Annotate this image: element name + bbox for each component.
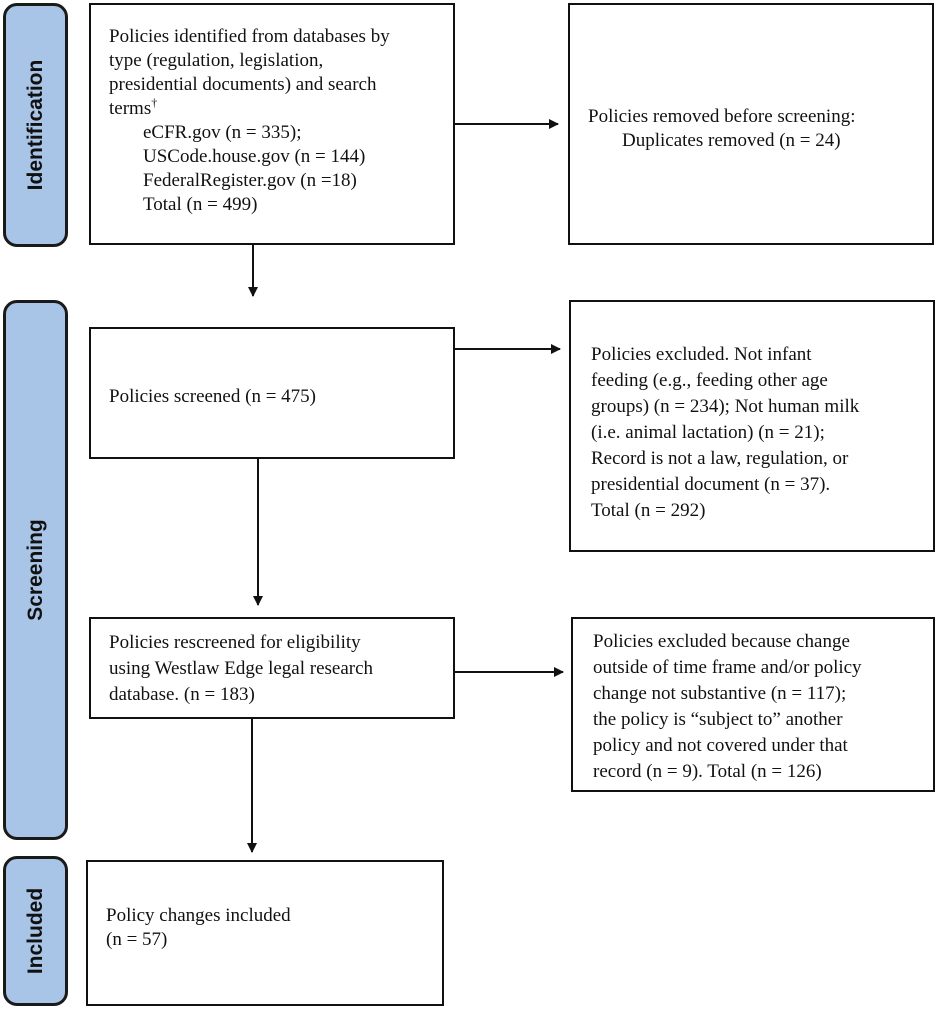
included-box: Policy changes included (n = 57) xyxy=(86,860,444,1006)
excluded-eligibility-line-2: outside of time frame and/or policy xyxy=(593,657,862,678)
excluded-screening-line-3: groups) (n = 234); Not human milk xyxy=(591,396,860,417)
included-line-2: (n = 57) xyxy=(106,929,168,950)
excluded-eligibility-line-6: record (n = 9). Total (n = 126) xyxy=(593,761,822,782)
source-total: Total (n = 499) xyxy=(143,194,258,215)
identified-line-4: terms† xyxy=(109,97,390,121)
rescreened-box: Policies rescreened for eligibility usin… xyxy=(89,617,455,719)
removed-line-2: Duplicates removed (n = 24) xyxy=(622,130,841,151)
excluded-screening-line-7: Total (n = 292) xyxy=(591,500,706,521)
excluded-eligibility-line-5: policy and not covered under that xyxy=(593,735,848,756)
identified-line-1: Policies identified from databases by xyxy=(109,26,390,47)
included-line-1: Policy changes included xyxy=(106,905,291,926)
identified-terms: terms xyxy=(109,98,152,119)
identified-line-2: type (regulation, legislation, xyxy=(109,50,324,71)
screened-text: Policies screened (n = 475) xyxy=(109,386,316,407)
rescreened-line-3: database. (n = 183) xyxy=(109,684,255,705)
source-ecfr: eCFR.gov (n = 335); xyxy=(143,122,302,143)
identified-box: Policies identified from databases by ty… xyxy=(89,3,455,245)
excluded-eligibility-line-3: change not substantive (n = 117); xyxy=(593,683,847,704)
excluded-screening-line-1: Policies excluded. Not infant xyxy=(591,344,812,365)
screened-box: Policies screened (n = 475) xyxy=(89,327,455,459)
dagger-footnote-mark: † xyxy=(151,95,158,110)
excluded-screening-line-6: presidential document (n = 37). xyxy=(591,474,831,495)
removed-line-1: Policies removed before screening: xyxy=(588,106,856,127)
excluded-screening-line-5: Record is not a law, regulation, or xyxy=(591,448,849,469)
removed-box: Policies removed before screening: Dupli… xyxy=(568,3,934,245)
excluded-screening-line-2: feeding (e.g., feeding other age xyxy=(591,370,828,391)
excluded-eligibility-line-4: the policy is “subject to” another xyxy=(593,709,843,730)
excluded-screening-box: Policies excluded. Not infant feeding (e… xyxy=(569,300,935,552)
phase-screening: Screening xyxy=(3,300,68,840)
excluded-screening-line-4: (i.e. animal lactation) (n = 21); xyxy=(591,422,825,443)
excluded-eligibility-box: Policies excluded because change outside… xyxy=(571,617,935,792)
identified-line-3: presidential documents) and search xyxy=(109,74,377,95)
phase-included: Included xyxy=(3,856,68,1006)
rescreened-line-1: Policies rescreened for eligibility xyxy=(109,632,361,653)
excluded-eligibility-line-1: Policies excluded because change xyxy=(593,631,850,652)
phase-identification: Identification xyxy=(3,3,68,247)
source-uscode: USCode.house.gov (n = 144) xyxy=(143,146,366,167)
rescreened-line-2: using Westlaw Edge legal research xyxy=(109,658,374,679)
source-federalregister: FederalRegister.gov (n =18) xyxy=(143,170,357,191)
